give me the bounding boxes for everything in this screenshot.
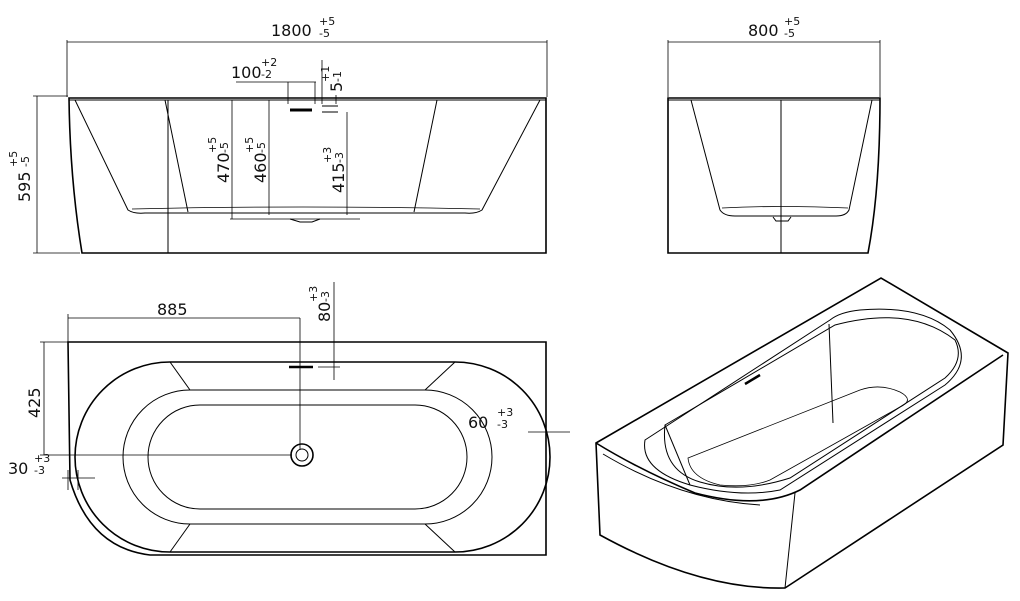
svg-text:-3: -3 [319,291,332,302]
dim-height: 595 +5 -5 [7,151,34,202]
svg-text:+5: +5 [243,137,256,153]
top-view: 885 80 +3 -3 425 60 +3 -3 30 [8,282,570,556]
dim-width: 800 +5 -5 [748,15,800,40]
svg-text:+5: +5 [7,151,20,167]
svg-text:-5: -5 [784,27,795,40]
svg-text:-5: -5 [319,27,330,40]
svg-text:+3: +3 [307,286,320,302]
dim-depth-460: 460 +5 -5 [243,137,270,183]
svg-text:+3: +3 [34,452,50,465]
front-view: 1800 +5 -5 595 +5 -5 100 +2 -2 5 +1 -1 [7,15,548,254]
svg-text:-2: -2 [261,68,272,81]
dim-drain-y: 425 [25,387,44,418]
side-view-basin [690,99,873,217]
svg-text:60: 60 [468,413,488,432]
svg-text:885: 885 [157,300,188,319]
side-view: 800 +5 -5 [667,15,881,254]
svg-text:425: 425 [25,387,44,418]
svg-text:+1: +1 [319,66,332,82]
svg-text:470: 470 [214,152,233,183]
isometric-view [595,277,1009,589]
svg-text:-3: -3 [34,464,45,477]
side-view-outline [667,97,881,254]
dim-depth-470: 470 +5 -5 [206,137,233,183]
svg-text:+5: +5 [319,15,335,28]
svg-text:-5: -5 [19,156,32,167]
iso-basin [644,308,962,494]
svg-text:460: 460 [251,152,270,183]
svg-text:-5: -5 [218,142,231,153]
svg-text:+3: +3 [321,147,334,163]
dim-overflow-width: 100 +2 -2 [231,56,277,82]
svg-text:+5: +5 [784,15,800,28]
top-view-outline [67,341,547,556]
front-view-outline [68,97,547,254]
svg-text:800: 800 [748,21,779,40]
svg-text:-1: -1 [331,71,344,82]
svg-text:-3: -3 [497,418,508,431]
dim-overflow-offset: 5 +1 -1 [319,66,346,92]
svg-text:595: 595 [15,171,34,202]
drain [290,443,314,467]
dim-corner-offset: 30 +3 -3 [8,452,50,478]
svg-text:415: 415 [329,162,348,193]
svg-text:+2: +2 [261,56,277,69]
dim-drain-x: 885 [157,300,188,319]
svg-text:+3: +3 [497,406,513,419]
svg-text:100: 100 [231,63,262,82]
svg-text:80: 80 [315,302,334,322]
svg-text:+5: +5 [206,137,219,153]
svg-text:5: 5 [327,82,346,92]
svg-text:1800: 1800 [271,21,312,40]
front-view-basin [74,99,541,214]
svg-text:-3: -3 [333,152,346,163]
dim-length: 1800 +5 -5 [271,15,335,40]
iso-rim-outline [595,277,1009,589]
dim-rim-right: 60 +3 -3 [468,406,513,432]
svg-text:30: 30 [8,459,28,478]
svg-text:-5: -5 [255,142,268,153]
dim-depth-415: 415 +3 -3 [321,147,348,193]
dim-overflow-y: 80 +3 -3 [307,286,334,322]
